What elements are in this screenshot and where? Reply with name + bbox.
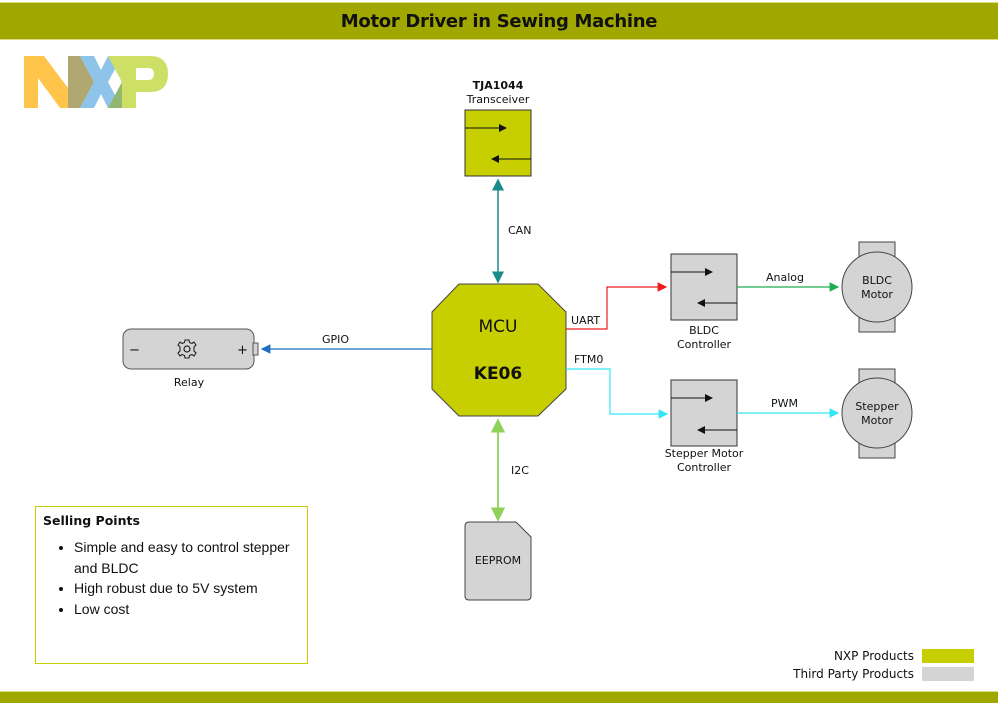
- gear-icon: [177, 339, 197, 359]
- page-title: Motor Driver in Sewing Machine: [340, 10, 658, 32]
- transceiver-label: Transceiver: [466, 93, 530, 106]
- selling-point-item: Low cost: [74, 599, 304, 620]
- nxp-logo: [24, 56, 168, 108]
- legend-swatch-third-party: [922, 667, 974, 681]
- bldc-controller-label-2: Controller: [677, 338, 732, 351]
- footer-bar: [0, 691, 998, 703]
- stepper-motor-block[interactable]: [841, 377, 913, 449]
- relay-label: Relay: [174, 376, 205, 389]
- title-bar: Motor Driver in Sewing Machine: [0, 2, 998, 40]
- ftm0-label: FTM0: [574, 353, 603, 366]
- relay-minus: −: [129, 343, 140, 358]
- bldc-motor-block[interactable]: [841, 251, 913, 323]
- pwm-label: PWM: [771, 397, 798, 410]
- i2c-label: I2C: [511, 464, 529, 477]
- can-label: CAN: [508, 224, 531, 237]
- relay-terminal: [252, 342, 259, 356]
- bldc-controller-label-1: BLDC: [689, 324, 719, 337]
- legend-item-nxp: NXP Products: [793, 647, 974, 665]
- uart-connection: [566, 282, 668, 330]
- legend: NXP Products Third Party Products: [793, 647, 974, 683]
- ftm0-connection: [566, 368, 669, 419]
- stepper-controller-block[interactable]: [670, 379, 738, 447]
- logo-x: [80, 56, 122, 108]
- selling-points-box: Selling Points Simple and easy to contro…: [35, 506, 308, 664]
- legend-label: Third Party Products: [793, 667, 914, 681]
- logo-n: [24, 56, 80, 108]
- bldc-motor-label-1: BLDC: [862, 274, 892, 287]
- legend-label: NXP Products: [833, 649, 914, 663]
- uart-label: UART: [571, 314, 600, 327]
- logo-p: [108, 56, 168, 108]
- gpio-label: GPIO: [322, 333, 349, 346]
- bldc-controller-block[interactable]: [670, 253, 738, 321]
- relay-block[interactable]: [122, 328, 255, 370]
- eeprom-label: EEPROM: [475, 554, 521, 567]
- selling-points-list: Simple and easy to control stepper and B…: [50, 537, 304, 619]
- relay-plus: +: [237, 343, 248, 358]
- selling-point-item: High robust due to 5V system: [74, 578, 304, 599]
- analog-label: Analog: [766, 271, 804, 284]
- legend-swatch-nxp: [922, 649, 974, 663]
- stepper-motor-label-1: Stepper: [855, 400, 899, 413]
- logo-x-left: [68, 56, 94, 108]
- transceiver-block[interactable]: [464, 109, 532, 177]
- stepper-controller-label-2: Controller: [677, 461, 732, 474]
- legend-item-third-party: Third Party Products: [793, 665, 974, 683]
- stepper-motor-label-2: Motor: [861, 414, 893, 427]
- mcu-label: MCU: [479, 317, 518, 337]
- eeprom-block[interactable]: [464, 521, 532, 601]
- bldc-motor-label-2: Motor: [861, 288, 893, 301]
- mcu-part-label: KE06: [474, 364, 522, 384]
- selling-points-title: Selling Points: [43, 513, 140, 528]
- mcu-block[interactable]: [431, 283, 567, 417]
- selling-point-item: Simple and easy to control stepper and B…: [74, 537, 304, 578]
- stepper-controller-label-1: Stepper Motor: [665, 447, 744, 460]
- transceiver-part-label: TJA1044: [473, 79, 524, 92]
